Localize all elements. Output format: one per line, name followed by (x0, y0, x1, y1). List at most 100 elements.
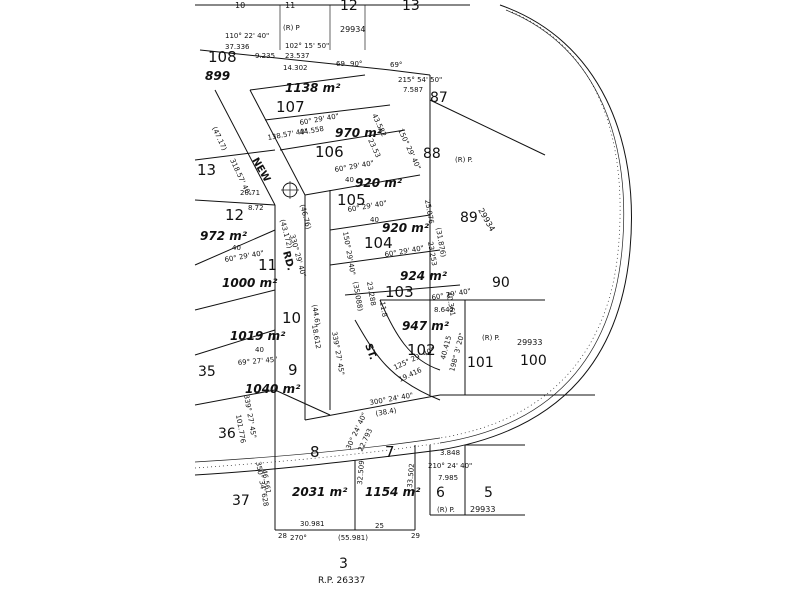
svg-text:102° 15' 50": 102° 15' 50" (285, 42, 329, 50)
lot-103-area: 924 m² (400, 269, 448, 283)
lot-104-area: 920 m² (382, 221, 430, 235)
lot-102-number: 102 (407, 341, 436, 359)
lot-107-number: 107 (276, 98, 305, 116)
rp-label-top: (R) P (283, 24, 300, 32)
cul-de-sac-arc-inner (439, 9, 625, 444)
adjoining-5: 5 (484, 485, 493, 501)
lot-12-area: 972 m² (200, 229, 248, 243)
svg-text:210° 24' 40": 210° 24' 40" (428, 462, 472, 470)
svg-text:40: 40 (370, 216, 379, 224)
svg-text:(44.6): (44.6) (310, 304, 322, 326)
lot-9-area: 1040 m² (245, 382, 301, 396)
lot-108-number: 108 (208, 48, 237, 66)
cul-de-sac-arc (194, 4, 632, 476)
lot-107-area: 1138 m² (285, 81, 341, 95)
svg-text:18.612: 18.612 (310, 324, 322, 350)
svg-text:40: 40 (232, 244, 241, 252)
lot-105-number: 105 (337, 191, 366, 209)
svg-text:14.302: 14.302 (283, 64, 308, 72)
lot-10-area: 1019 m² (230, 329, 286, 343)
adjoining-89: 89 (460, 210, 478, 226)
adjoining-87: 87 (430, 90, 448, 106)
bottom-arc-inner (194, 437, 441, 463)
svg-text:69: 69 (336, 60, 345, 68)
ref-29933-bottom: 29933 (470, 505, 495, 514)
lot-9-number: 9 (288, 361, 298, 379)
svg-text:8.642: 8.642 (434, 306, 454, 314)
svg-text:150° 29' 40": 150° 29' 40" (396, 127, 422, 171)
adjoining-88: 88 (423, 146, 441, 162)
lot-7-area: 1154 m² (365, 485, 421, 499)
svg-text:8.72: 8.72 (248, 204, 264, 212)
bottom-arc-ticks (194, 442, 441, 469)
ref-29934-top: 29934 (340, 25, 365, 34)
svg-text:32.509: 32.509 (356, 460, 366, 485)
lot-108-area: 899 (205, 69, 230, 83)
adjoining-36: 36 (218, 426, 236, 442)
lot-103-number: 103 (385, 283, 414, 301)
adjoining-35: 35 (198, 364, 216, 380)
ref-29934-right: 29934 (476, 207, 497, 234)
svg-text:150° 29' 40": 150° 29' 40" (341, 231, 357, 276)
lot-106-number: 106 (315, 143, 344, 161)
svg-text:69° 27' 45": 69° 27' 45" (237, 356, 277, 367)
road-name-new: NEW (249, 156, 272, 184)
lot-8-area: 2031 m² (292, 485, 348, 499)
adjoining-90: 90 (492, 275, 510, 291)
svg-text:23.53: 23.53 (366, 137, 382, 159)
rp-label-right: (R) P. (455, 156, 473, 164)
plan-reference: R.P. 26337 (318, 576, 365, 586)
adjoining-6: 6 (436, 485, 445, 501)
svg-text:40: 40 (255, 346, 264, 354)
svg-text:138.57' 40": 138.57' 40" (267, 127, 309, 142)
svg-text:3.848: 3.848 (440, 449, 460, 457)
svg-text:(47.17): (47.17) (210, 125, 228, 152)
svg-text:9.235: 9.235 (255, 52, 275, 60)
lot-7-number: 7 (385, 443, 395, 461)
adjoining-top-11: 11 (285, 1, 295, 10)
svg-text:30.981: 30.981 (300, 520, 325, 528)
adjoining-101: 101 (467, 355, 494, 371)
svg-text:29: 29 (411, 532, 420, 540)
lot-104-number: 104 (364, 234, 393, 252)
lot-13-number: 13 (197, 161, 216, 179)
svg-text:60° 29' 40": 60° 29' 40" (334, 159, 375, 174)
st-east-edge (379, 299, 441, 371)
svg-text:(55.981): (55.981) (338, 534, 368, 542)
svg-text:215° 54' 50": 215° 54' 50" (398, 76, 442, 84)
svg-text:69°: 69° (390, 61, 402, 69)
rp-label-bottom: (R) P. (437, 506, 455, 514)
svg-text:(35.088): (35.088) (351, 281, 364, 312)
lot-105-area: 920 m² (355, 176, 403, 190)
svg-text:33.502: 33.502 (406, 463, 416, 488)
road-name-st: ST. (362, 342, 378, 361)
svg-text:90°: 90° (350, 60, 362, 68)
svg-text:25: 25 (375, 522, 384, 530)
svg-text:110° 22' 40": 110° 22' 40" (225, 32, 269, 40)
lot-10-number: 10 (282, 309, 301, 327)
svg-text:101.776: 101.776 (234, 414, 247, 444)
adjoining-37: 37 (232, 493, 250, 509)
lot-11-area: 1000 m² (222, 276, 278, 290)
adjoining-top-10: 10 (235, 1, 245, 10)
svg-text:23.253: 23.253 (426, 241, 438, 267)
svg-text:11.8: 11.8 (378, 301, 389, 318)
road-name-rd: RD. (280, 250, 296, 272)
svg-text:40: 40 (345, 176, 354, 184)
svg-text:300° 24' 40": 300° 24' 40" (369, 391, 414, 407)
svg-text:7.985: 7.985 (438, 474, 458, 482)
svg-text:(38.4): (38.4) (375, 406, 397, 418)
adjoining-top-12: 12 (340, 0, 358, 14)
lot-8-number: 8 (310, 443, 320, 461)
st-west-edge (354, 319, 441, 401)
adjoining-top-13: 13 (402, 0, 420, 14)
new-rd-west-edge (214, 89, 276, 206)
svg-text:23.537: 23.537 (285, 52, 310, 60)
svg-text:270°: 270° (290, 534, 307, 542)
svg-text:23.288: 23.288 (365, 281, 377, 307)
svg-text:28: 28 (278, 532, 287, 540)
svg-text:339° 27' 45": 339° 27' 45" (330, 331, 346, 376)
lot-12-number: 12 (225, 206, 244, 224)
lot-106-area: 970 m² (335, 126, 383, 140)
